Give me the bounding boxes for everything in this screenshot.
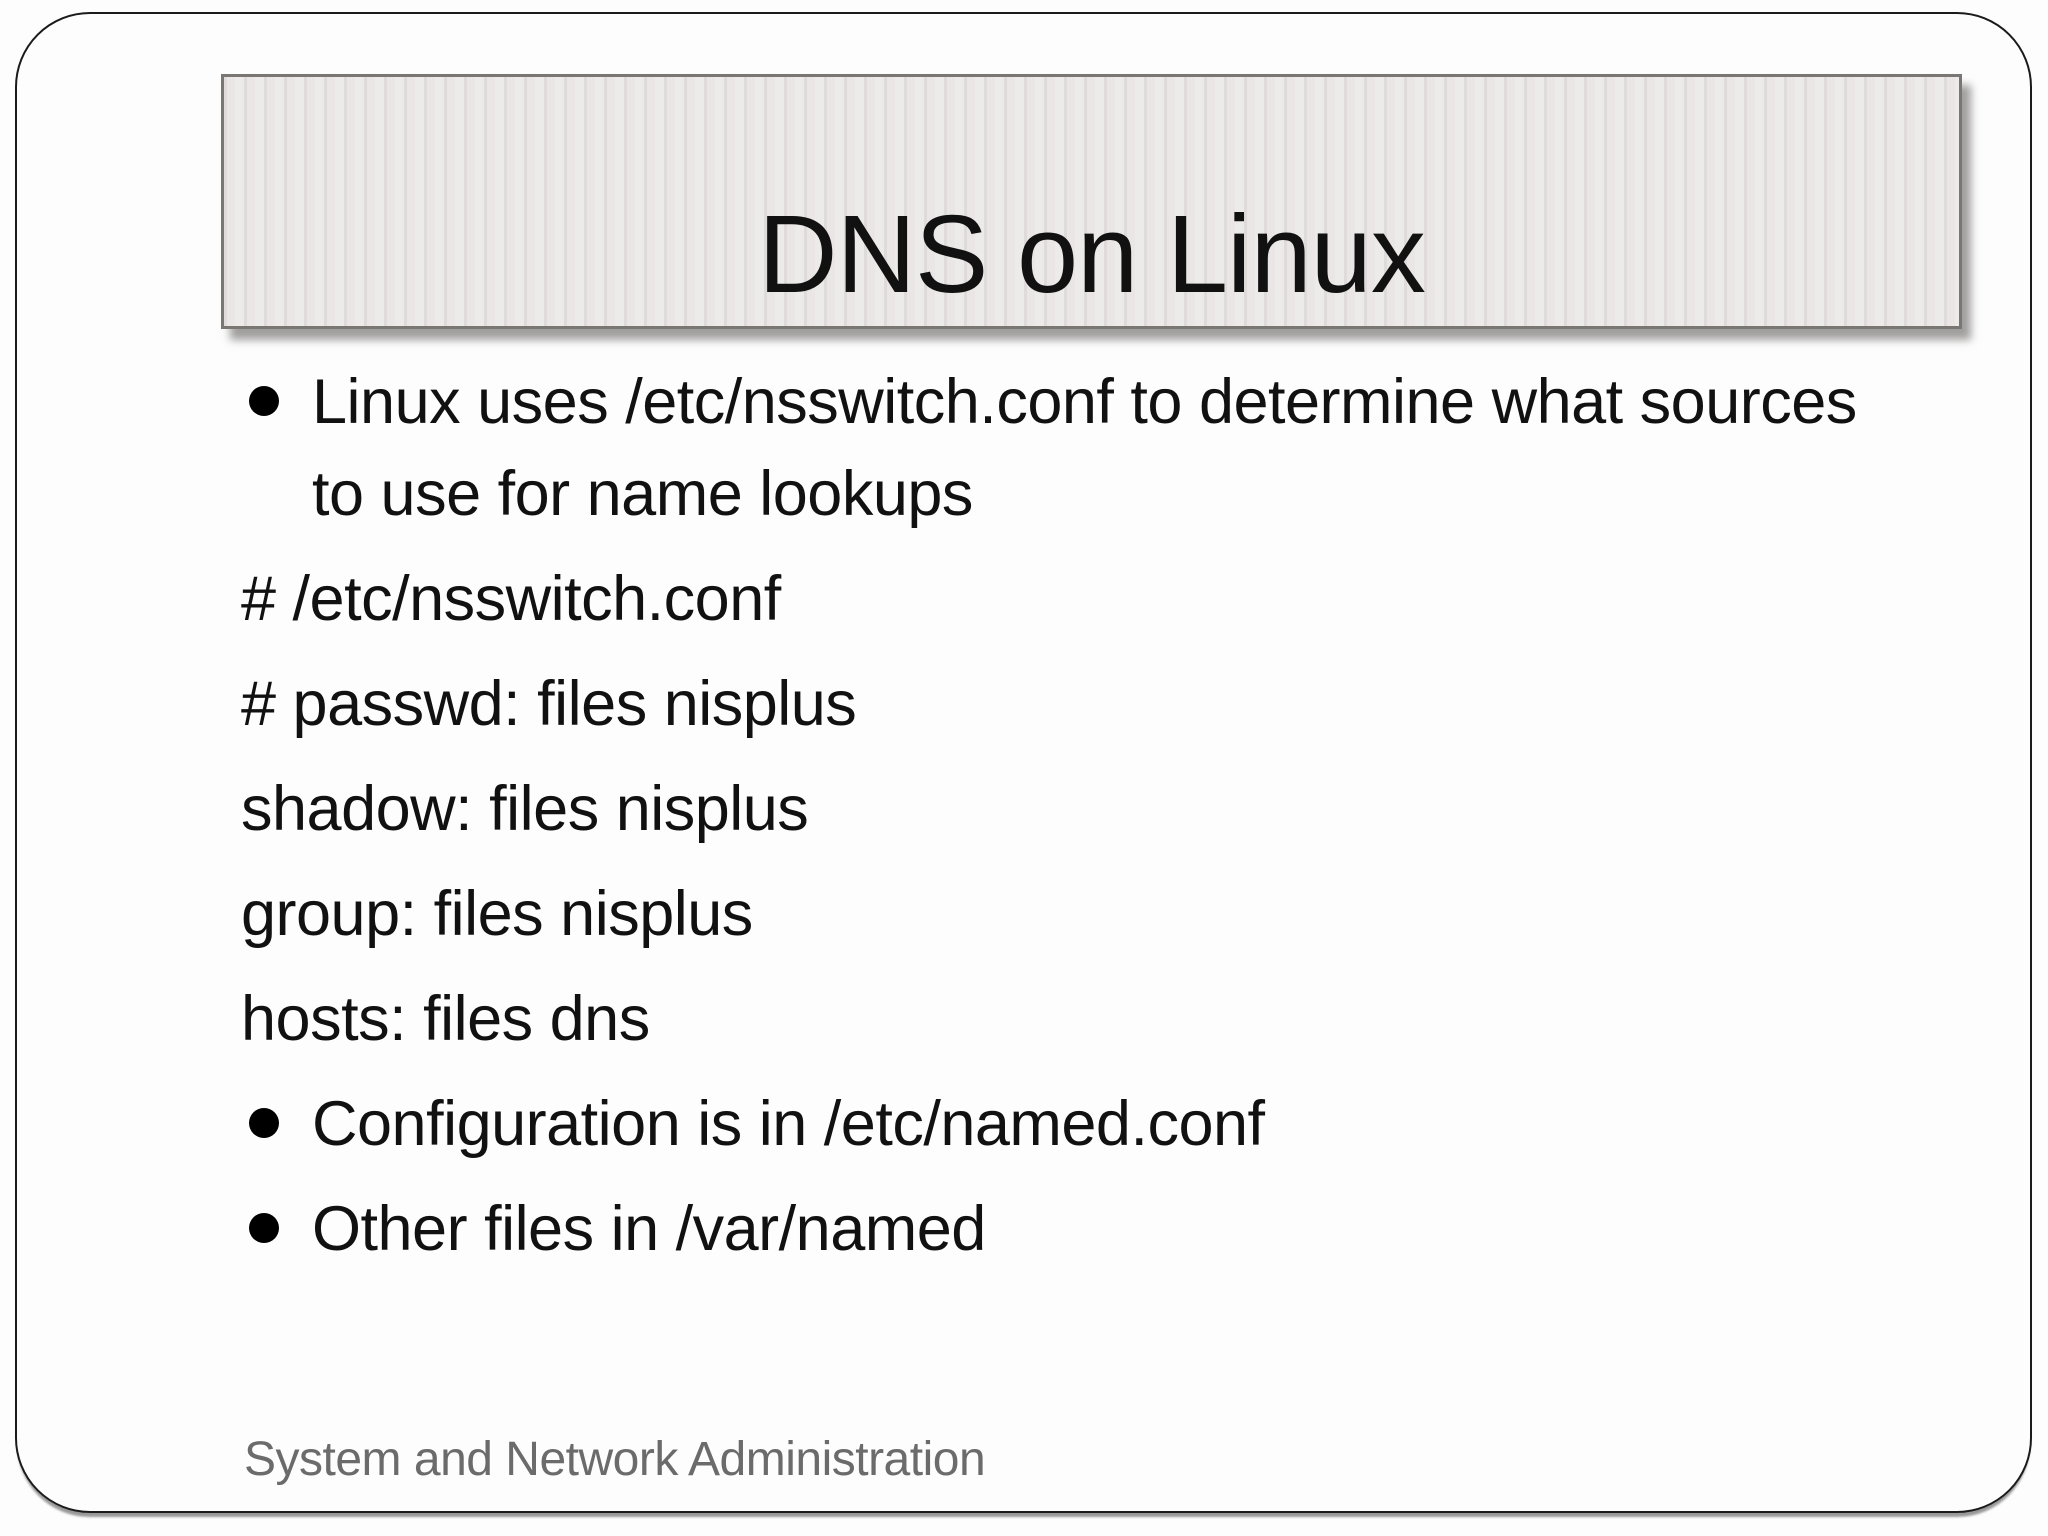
list-item-text: Other files in /var/named	[312, 1194, 986, 1264]
list-item: Other files in /var/named	[241, 1183, 1891, 1275]
bullet-icon	[249, 1213, 279, 1243]
list-item-text: hosts: files dns	[241, 984, 650, 1054]
slide-title: DNS on Linux	[758, 193, 1426, 316]
footer-text: System and Network Administration	[244, 1433, 986, 1486]
bullet-icon	[249, 386, 279, 416]
title-bar: DNS on Linux	[221, 74, 1962, 329]
list-item-text: group: files nisplus	[241, 879, 753, 949]
list-item: hosts: files dns	[241, 973, 1891, 1065]
list-item-text: shadow: files nisplus	[241, 774, 809, 844]
list-item: Configuration is in /etc/named.conf	[241, 1078, 1891, 1170]
list-item: shadow: files nisplus	[241, 763, 1891, 855]
list-item-text: Linux uses /etc/nsswitch.conf to determi…	[312, 367, 1857, 529]
list-item: # /etc/nsswitch.conf	[241, 553, 1891, 645]
bullet-icon	[249, 1108, 279, 1138]
slide-content: Linux uses /etc/nsswitch.conf to determi…	[241, 356, 1891, 1288]
list-item: # passwd: files nisplus	[241, 658, 1891, 750]
list-item-text: # passwd: files nisplus	[241, 669, 857, 739]
slide-frame: DNS on Linux Linux uses /etc/nsswitch.co…	[15, 12, 2032, 1513]
list-item-text: Configuration is in /etc/named.conf	[312, 1089, 1265, 1159]
list-item: Linux uses /etc/nsswitch.conf to determi…	[241, 356, 1891, 540]
list-item: group: files nisplus	[241, 868, 1891, 960]
list-item-text: # /etc/nsswitch.conf	[241, 564, 781, 634]
